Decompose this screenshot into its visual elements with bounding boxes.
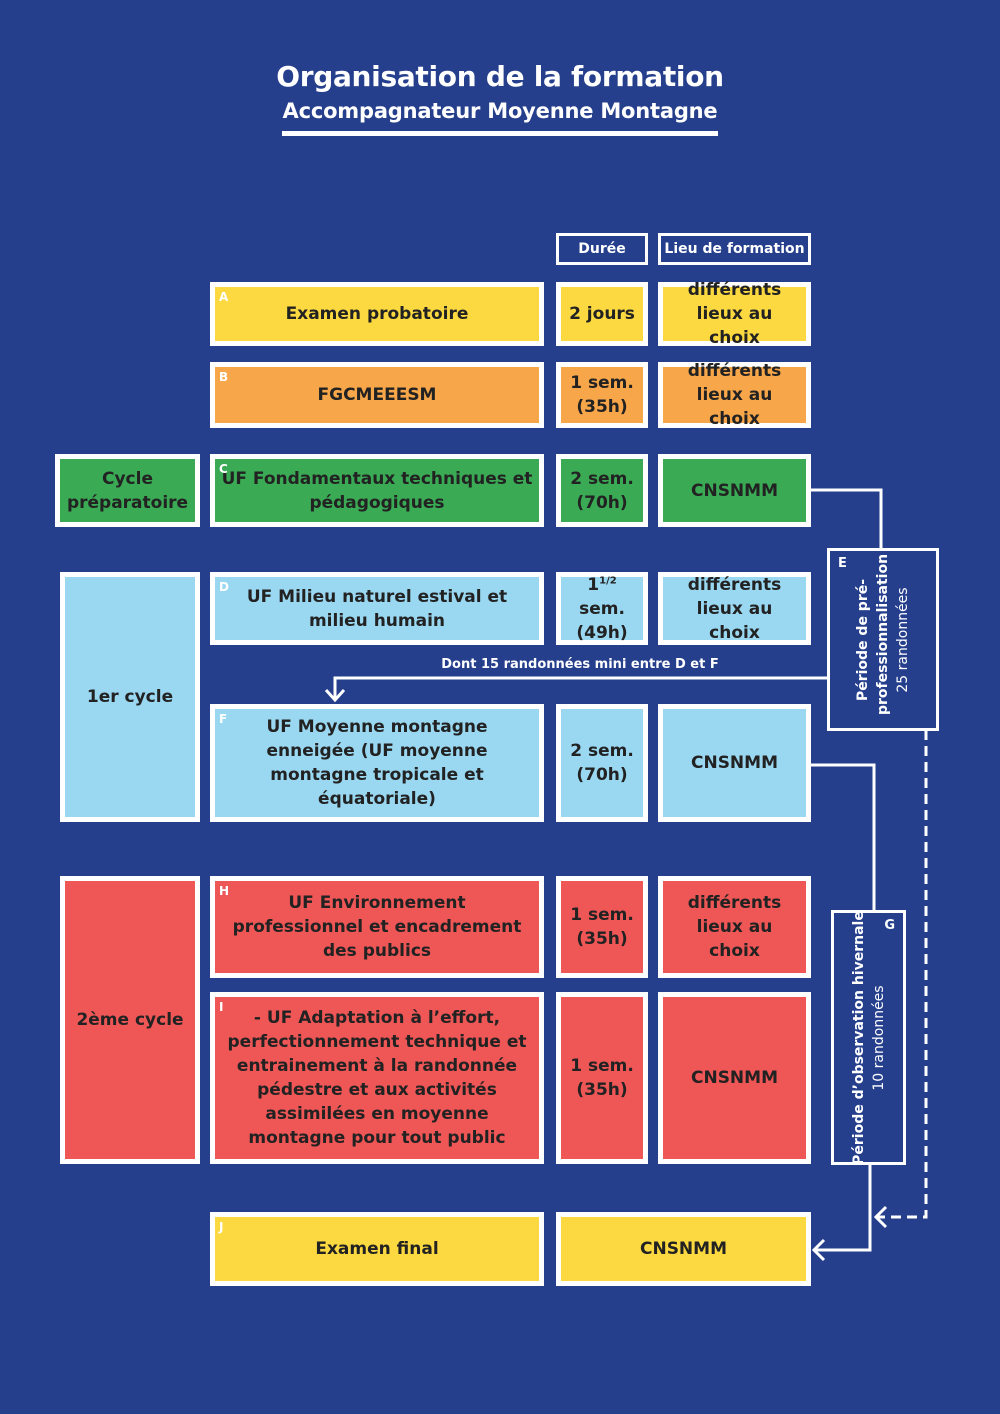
duree-h: 1 sem. (35h) <box>556 876 648 978</box>
cycle-preparatoire: Cycle préparatoire <box>55 454 200 527</box>
lieu-a-label: différents lieux au choix <box>687 280 782 348</box>
lieu-c-label: CNSNMM <box>690 480 778 501</box>
page-title: Organisation de la formation <box>276 60 724 93</box>
period-g-text: Période d’observation hivernale 10 rando… <box>849 911 889 1165</box>
module-h-label: UF Environnement professionnel et encadr… <box>232 893 522 961</box>
module-f-label: UF Moyenne montagne enneigée (UF moyenne… <box>266 717 488 809</box>
lieu-h-label: différents lieux au choix <box>687 893 782 961</box>
title-underline <box>282 131 718 136</box>
letter-d: D <box>219 580 229 594</box>
duree-f-label: 2 sem. (70h) <box>570 741 634 785</box>
duree-d-int: 1 <box>587 574 600 595</box>
letter-c: C <box>219 462 228 476</box>
module-c-label: UF Fondamentaux techniques et pédagogiqu… <box>221 468 533 513</box>
letter-i: I <box>219 1000 224 1014</box>
duree-b: 1 sem. (35h) <box>556 362 648 428</box>
lieu-i: CNSNMM <box>658 992 811 1164</box>
duree-b-label: 1 sem. (35h) <box>570 373 634 417</box>
module-a-label: Examen probatoire <box>285 304 469 324</box>
header-lieu: Lieu de formation <box>658 233 811 265</box>
period-e-count: 25 randonnées <box>895 586 911 693</box>
letter-b: B <box>219 370 229 384</box>
module-d: D UF Milieu naturel estival et milieu hu… <box>210 572 544 645</box>
module-b: B FGCMEEESM <box>210 362 544 428</box>
lieu-h: différents lieux au choix <box>658 876 811 978</box>
duree-i: 1 sem. (35h) <box>556 992 648 1164</box>
cycle-deuxieme: 2ème cycle <box>60 876 200 1164</box>
lieu-d: différents lieux au choix <box>658 572 811 645</box>
header-duree: Durée <box>556 233 648 265</box>
letter-j: J <box>219 1220 224 1234</box>
duree-c-label: 2 sem. (70h) <box>570 468 634 513</box>
connector-f-to-g <box>810 763 876 912</box>
arrowhead-j <box>811 1238 826 1262</box>
letter-f: F <box>219 712 228 726</box>
page-subtitle: Accompagnateur Moyenne Montagne <box>282 99 718 123</box>
period-e: E Période de pré-professionnalisation 25… <box>827 548 939 731</box>
module-i: I - UF Adaptation à l’effort, perfection… <box>210 992 544 1164</box>
module-b-label: FGCMEEESM <box>317 385 437 405</box>
period-g-count: 10 randonnées <box>870 984 887 1091</box>
letter-h: H <box>219 884 230 898</box>
connector-c-to-e <box>810 488 883 548</box>
duree-d: 11/2 sem. (49h) <box>556 572 648 645</box>
cycle-preparatoire-label: Cycle préparatoire <box>66 468 189 513</box>
period-g: G Période d’observation hivernale 10 ran… <box>831 910 906 1165</box>
connector-e-to-f <box>333 676 828 700</box>
duree-d-hours: (49h) <box>576 622 628 643</box>
lieu-j: CNSNMM <box>556 1212 811 1286</box>
arrowhead-f <box>324 688 346 703</box>
letter-g: G <box>884 918 895 933</box>
module-j: J Examen final <box>210 1212 544 1286</box>
lieu-f: CNSNMM <box>658 704 811 822</box>
duree-d-label: 11/2 sem. (49h) <box>567 573 637 645</box>
period-e-title: Période de pré-professionnalisation <box>855 553 891 715</box>
arrowhead-j-dashed <box>873 1205 888 1229</box>
lieu-i-label: CNSNMM <box>690 1068 778 1088</box>
lieu-j-label: CNSNMM <box>639 1239 727 1259</box>
duree-d-frac: 1/2 <box>599 574 617 586</box>
duree-d-rest: sem. <box>579 598 625 619</box>
cycle-premier: 1er cycle <box>60 572 200 822</box>
period-g-title: Période d’observation hivernale <box>850 910 867 1165</box>
duree-h-label: 1 sem. (35h) <box>570 905 634 949</box>
module-d-label: UF Milieu naturel estival et milieu huma… <box>246 586 508 631</box>
lieu-f-label: CNSNMM <box>690 753 778 773</box>
duree-f: 2 sem. (70h) <box>556 704 648 822</box>
note-randonnees: Dont 15 randonnées mini entre D et F <box>441 657 719 672</box>
letter-e: E <box>838 556 847 571</box>
lieu-a: différents lieux au choix <box>658 280 811 348</box>
lieu-b-label: différents lieux au choix <box>687 361 782 429</box>
duree-a: 2 jours <box>556 282 648 346</box>
cycle-premier-label: 1er cycle <box>86 687 174 707</box>
duree-i-label: 1 sem. (35h) <box>570 1056 634 1100</box>
cycle-deuxieme-label: 2ème cycle <box>76 1010 184 1030</box>
lieu-c: CNSNMM <box>658 454 811 527</box>
connector-g-to-j <box>814 1164 872 1252</box>
letter-a: A <box>219 290 229 304</box>
duree-a-label: 2 jours <box>569 304 635 324</box>
module-j-label: Examen final <box>315 1239 439 1259</box>
lieu-d-label: différents lieux au choix <box>687 574 782 643</box>
connector-e-to-j-dashed <box>876 730 928 1219</box>
module-f: F UF Moyenne montagne enneigée (UF moyen… <box>210 704 544 822</box>
duree-c: 2 sem. (70h) <box>556 454 648 527</box>
module-c: C UF Fondamentaux techniques et pédagogi… <box>210 454 544 527</box>
module-i-label: - UF Adaptation à l’effort, perfectionne… <box>227 1008 527 1148</box>
lieu-b: différents lieux au choix <box>658 361 811 429</box>
period-e-text: Période de pré-professionnalisation 25 r… <box>853 553 913 715</box>
module-h: H UF Environnement professionnel et enca… <box>210 876 544 978</box>
module-a: A Examen probatoire <box>210 282 544 346</box>
